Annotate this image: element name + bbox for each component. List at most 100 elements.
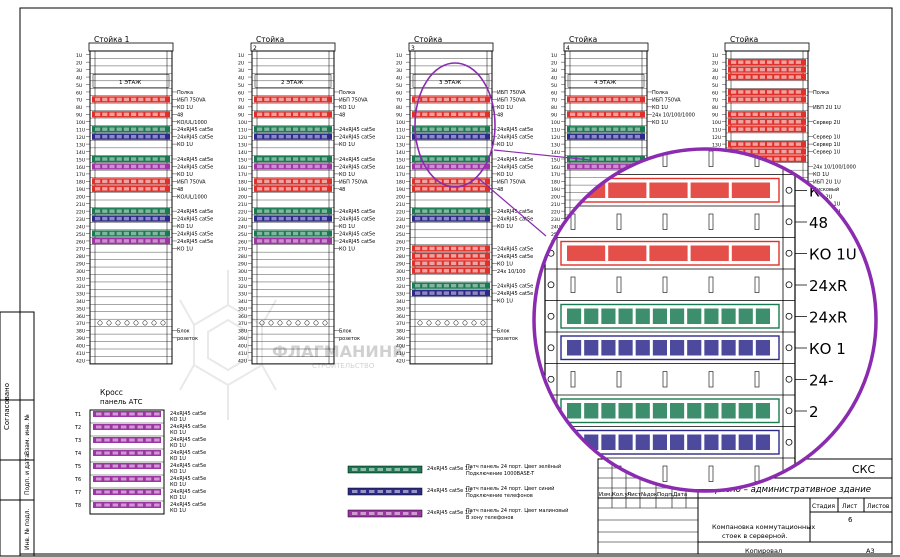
port-mark	[472, 112, 478, 117]
port-mark	[738, 142, 744, 146]
unit-number: 37U	[238, 321, 247, 327]
rack-unit-label: Полка	[339, 90, 355, 96]
port-mark	[451, 157, 457, 161]
unit-number: 9U	[76, 113, 82, 119]
port-mark	[774, 112, 780, 117]
port-mark	[123, 231, 129, 236]
port-mark	[138, 127, 144, 131]
port-mark	[774, 149, 780, 154]
port-mark	[109, 164, 115, 169]
port-mark	[159, 134, 165, 139]
port-mark	[131, 239, 137, 243]
port-mark	[314, 157, 320, 161]
port-mark	[458, 291, 464, 295]
tb-stage-h: Стадия	[812, 503, 835, 510]
side-sign-date: Подп. и дата	[24, 454, 31, 495]
port-mark	[314, 112, 320, 117]
port-mark	[307, 239, 313, 243]
port-mark	[300, 157, 306, 161]
port-mark	[436, 216, 442, 221]
port-mark	[436, 112, 442, 117]
port-mark	[307, 187, 313, 191]
unit-number: 24U	[551, 224, 560, 230]
rack-unit-label: КО 1U	[177, 224, 193, 230]
cross-row-label: КО 1U	[170, 417, 186, 423]
cross-row-label: КО 1U	[170, 443, 186, 449]
rack-unit-label: ИБП 2U 1U	[813, 105, 841, 111]
port-mark	[321, 187, 327, 191]
port-mark	[264, 134, 270, 139]
port-mark	[321, 164, 327, 169]
unit-number: 42U	[396, 358, 405, 364]
unit-number: 4U	[551, 75, 557, 81]
port-mark	[285, 187, 291, 191]
cross-row-label: КО 1U	[170, 495, 186, 501]
port-mark	[465, 246, 471, 251]
cross-row-num: Т6	[74, 477, 81, 483]
port-mark	[159, 112, 165, 117]
port-mark	[415, 157, 421, 161]
unit-number: 1U	[76, 53, 82, 59]
port-mark	[781, 149, 787, 154]
unit-number: 28U	[76, 254, 85, 260]
port-mark	[314, 97, 320, 102]
unit-number: 15U	[76, 157, 85, 163]
rack-unit-label: 48	[177, 112, 183, 118]
port-mark	[738, 60, 744, 64]
legend-swatch	[347, 465, 423, 474]
unit-number: 6U	[238, 90, 244, 96]
port-mark	[159, 231, 165, 236]
rack-unit-label: КО 1U	[497, 261, 513, 267]
port-mark	[123, 164, 129, 169]
port-mark	[634, 127, 640, 131]
port-mark	[465, 164, 471, 169]
legend-desc-1: Патч панель 24 порт. Цвет малиновый	[466, 507, 568, 514]
port-mark	[465, 127, 471, 131]
unit-number: 18U	[551, 180, 560, 186]
port-mark	[443, 261, 449, 266]
port-mark	[458, 216, 464, 221]
port-mark	[138, 209, 144, 213]
port-mark	[285, 164, 291, 169]
port-mark	[731, 97, 737, 102]
tb-desc-2: стоек в серверной.	[722, 532, 787, 540]
port-mark	[458, 134, 464, 139]
port-mark	[606, 97, 612, 102]
port-mark	[627, 157, 633, 161]
port-mark	[584, 164, 590, 169]
port-mark	[307, 209, 313, 213]
socket-block	[259, 320, 328, 326]
port-mark	[307, 127, 313, 131]
legend-desc-1: Патч панель 24 порт. Цвет синий	[466, 485, 554, 492]
port-mark	[788, 127, 794, 131]
port-mark	[131, 209, 137, 213]
port-mark	[788, 67, 794, 72]
port-mark	[429, 164, 435, 169]
rack-unit-green	[92, 230, 170, 237]
port-mark	[123, 239, 129, 243]
port-mark	[465, 283, 471, 288]
port-mark	[570, 112, 576, 117]
port-mark	[781, 112, 787, 117]
port-mark	[314, 209, 320, 213]
port-mark	[451, 283, 457, 288]
tb-code: СКС	[852, 463, 875, 476]
port-mark	[422, 187, 428, 191]
port-mark	[159, 216, 165, 221]
unit-number: 42U	[238, 358, 247, 364]
port-mark	[257, 209, 263, 213]
port-mark	[472, 187, 478, 191]
port-mark	[159, 127, 165, 131]
port-mark	[131, 179, 137, 184]
port-mark	[613, 164, 619, 169]
cross-row-num: Т7	[74, 490, 81, 496]
port-mark	[584, 157, 590, 161]
port-mark	[584, 127, 590, 131]
port-mark	[102, 239, 108, 243]
port-mark	[451, 269, 457, 273]
port-mark	[458, 179, 464, 184]
port-mark	[321, 97, 327, 102]
port-mark	[145, 187, 151, 191]
rack-unit-blue	[567, 133, 645, 140]
